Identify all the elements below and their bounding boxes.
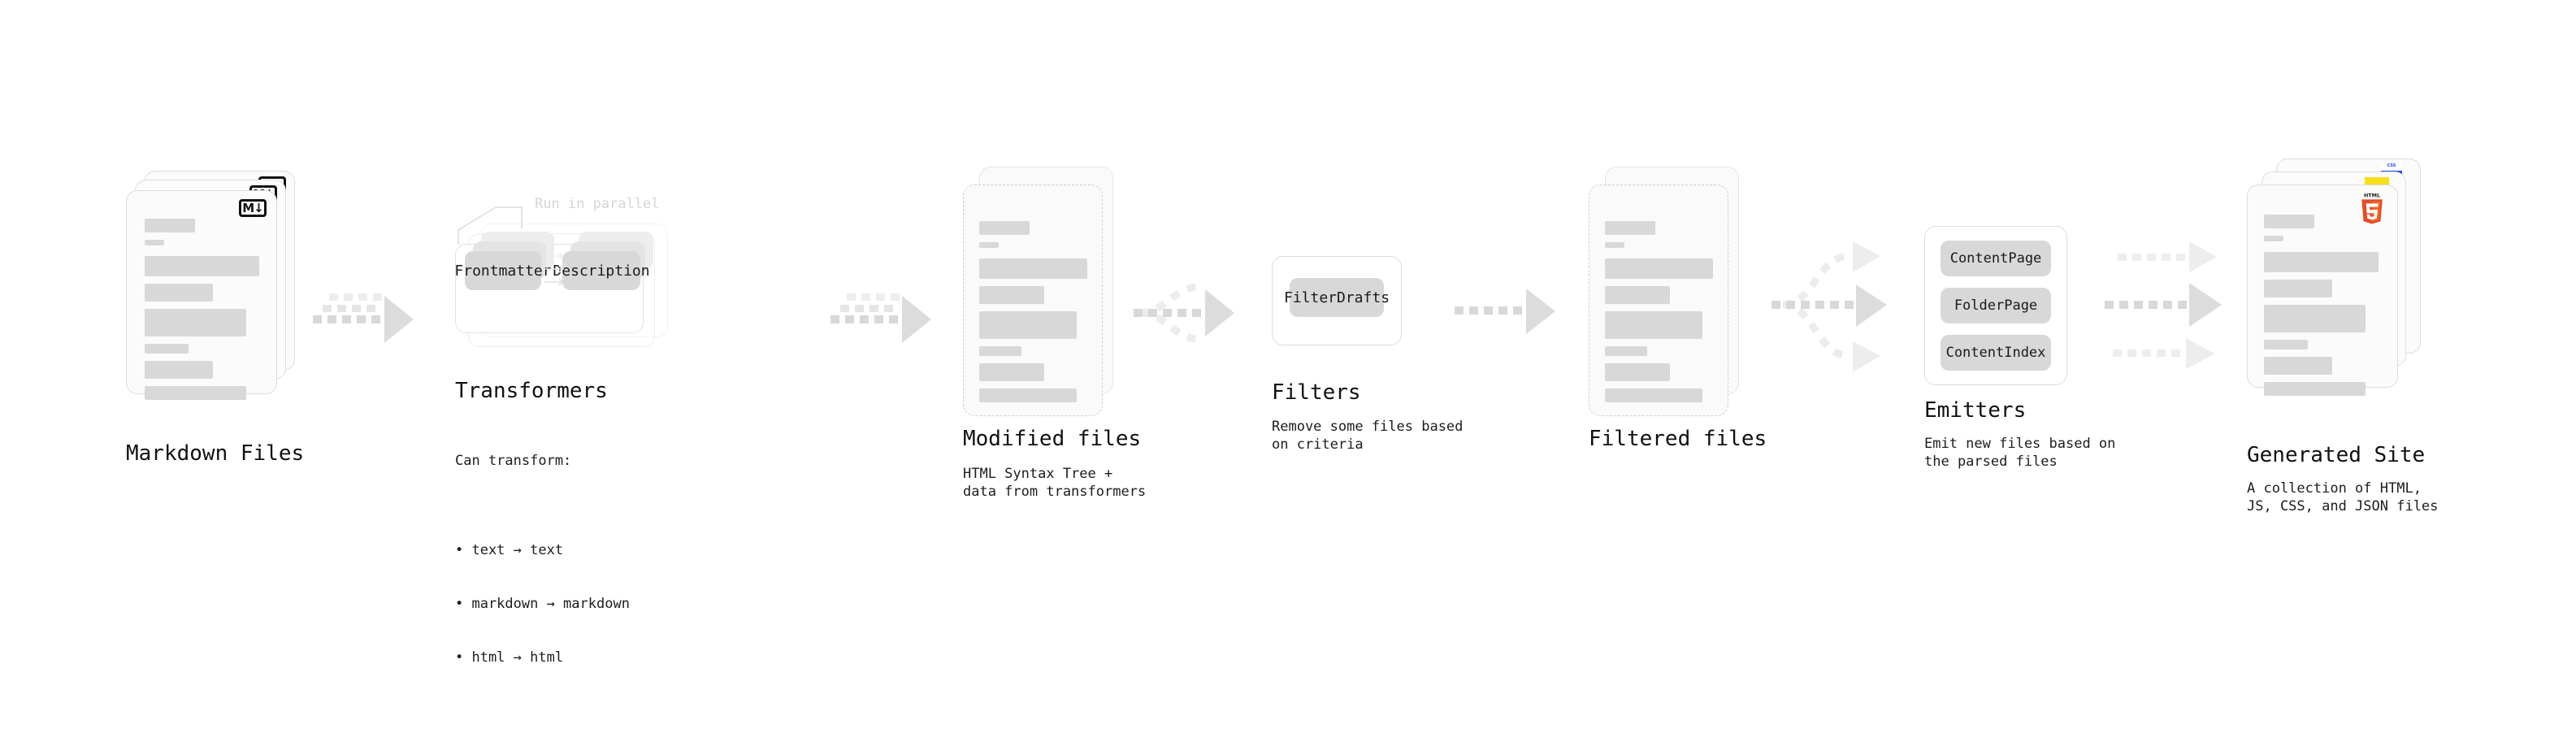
arrow-emitters-to-site [2105, 241, 2222, 369]
markdown-files-title: Markdown Files [126, 441, 305, 466]
transformer-chip-frontmatter[interactable]: Frontmatter [454, 251, 552, 290]
site-card-html: HTML [2247, 184, 2398, 396]
transformer-chip-description[interactable]: Description [553, 251, 650, 290]
card-skeleton [979, 221, 1087, 410]
filters-title: Filters [1272, 380, 1361, 405]
transformers-intro: Can transform: [455, 453, 572, 469]
emitters-title: Emitters [1924, 398, 2027, 423]
arrow-filtered-to-emitters [1772, 241, 1887, 372]
markdown-card-front: M↓ [126, 190, 277, 400]
run-in-parallel-annotation: Run in parallel [535, 196, 660, 212]
filter-chip-filterdrafts[interactable]: FilterDrafts [1284, 278, 1390, 317]
emitter-chip-folderpage[interactable]: FolderPage [1941, 288, 2051, 323]
markdown-files-stack: M↓ M↓ M↓ [126, 171, 297, 400]
inner-transform-arrows [544, 252, 565, 286]
emitters-description: Emit new files based on the parsed files [1924, 436, 2116, 470]
transformers-bullet-list: • text → text • markdown → markdown • ht… [455, 506, 630, 702]
modified-card-front [963, 184, 1103, 416]
html5-icon: HTML [2361, 193, 2383, 224]
transformers-title: Transformers [455, 379, 608, 403]
modified-files-title: Modified files [963, 427, 1142, 451]
filtered-card-front [1589, 184, 1728, 416]
generated-site-description: A collection of HTML, JS, CSS, and JSON … [2247, 480, 2439, 514]
emitter-chip-contentindex[interactable]: ContentIndex [1941, 335, 2051, 371]
transformers-description: Can transform: • text → text • markdown … [455, 416, 630, 738]
transformer-bullet: • html → html [455, 649, 564, 666]
filters-description: Remove some files based on criteria [1272, 419, 1464, 453]
transformer-bullet: • text → text [455, 542, 564, 558]
arrow-md-to-transformers [313, 293, 414, 343]
svg-text:HTML: HTML [2364, 193, 2380, 199]
emitter-chip-contentpage[interactable]: ContentPage [1941, 241, 2051, 276]
modified-files-stack [963, 167, 1125, 419]
pipeline-diagram: M↓ M↓ M↓ Markdown Files [126, 158, 2439, 666]
card-skeleton [2264, 215, 2383, 403]
generated-site-stack: CSS HTML [2247, 158, 2422, 402]
modified-files-description: HTML Syntax Tree + data from transformer… [963, 466, 1147, 500]
filtered-files-stack [1589, 167, 1751, 419]
card-skeleton [145, 219, 262, 407]
filtered-files-title: Filtered files [1589, 427, 1767, 451]
parallel-bracket [458, 206, 523, 245]
generated-site-title: Generated Site [2247, 443, 2426, 467]
transformer-bullet: • markdown → markdown [455, 596, 630, 612]
markdown-icon: M↓ [239, 199, 267, 217]
arrow-transformers-to-modified [830, 293, 931, 343]
arrow-modified-to-filters [1134, 282, 1234, 344]
card-skeleton [1605, 221, 1713, 410]
arrow-filters-to-filtered [1455, 289, 1555, 334]
